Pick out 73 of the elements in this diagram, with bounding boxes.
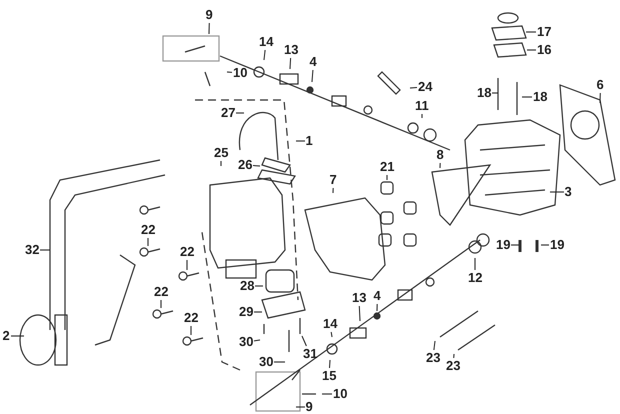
- callout-number: 9: [306, 400, 313, 414]
- leader-line: [492, 92, 498, 94]
- leader-line: [332, 188, 334, 194]
- callout-number: 32: [25, 243, 40, 257]
- callout-number: 26: [238, 158, 252, 172]
- callout-number: 22: [184, 311, 198, 325]
- callout-number: 8: [436, 148, 444, 162]
- leader-line: [208, 22, 210, 34]
- leader-line: [440, 162, 441, 168]
- callout-number: 21: [380, 160, 394, 174]
- leader-line: [474, 258, 476, 270]
- callout-number: 30: [259, 355, 274, 369]
- callout-number: 12: [468, 271, 482, 285]
- callout-number: 13: [284, 43, 298, 57]
- leader-line: [510, 244, 520, 246]
- callout-number: 19: [550, 238, 564, 252]
- leader-line: [376, 304, 378, 312]
- leader-line: [296, 406, 306, 408]
- leader-line: [329, 360, 330, 368]
- leader-line: [296, 140, 306, 142]
- callout-number: 10: [233, 66, 248, 80]
- callout-number: 19: [496, 238, 510, 252]
- leader-line: [386, 174, 388, 180]
- callout-number: 25: [214, 146, 228, 160]
- leader-line: [453, 354, 454, 358]
- callout-number: 22: [141, 223, 156, 237]
- callout-number: 3: [564, 185, 572, 199]
- leader-line: [522, 96, 532, 98]
- callout-number: 14: [323, 317, 338, 331]
- callout-number: 18: [533, 90, 548, 104]
- callout-number: 28: [240, 279, 254, 293]
- leader-line: [302, 336, 307, 346]
- callout-number: 13: [352, 291, 366, 305]
- leader-line: [433, 340, 436, 350]
- callout-number: 2: [2, 329, 10, 343]
- callout-number: 22: [154, 285, 168, 299]
- callout-number: 30: [239, 335, 254, 349]
- leader-line: [264, 50, 266, 60]
- callout-number: 6: [596, 78, 604, 92]
- leader-line: [160, 300, 162, 308]
- callout-number: 10: [333, 387, 348, 401]
- callout-number: 22: [180, 245, 194, 259]
- leader-line: [600, 92, 601, 104]
- callout-number: 9: [206, 8, 213, 22]
- callout-number: 4: [310, 55, 317, 69]
- leader-line: [540, 244, 550, 246]
- leader-line: [358, 306, 360, 322]
- callout-number: 17: [537, 25, 552, 39]
- leader-line: [190, 326, 192, 336]
- callout-number: 16: [537, 43, 552, 57]
- callout-number: 23: [446, 359, 460, 373]
- callout-number: 27: [221, 106, 236, 120]
- leader-line: [290, 58, 292, 70]
- callout-number: 11: [415, 99, 429, 113]
- leader-line: [410, 87, 418, 88]
- callout-number: 23: [426, 351, 440, 365]
- callout-number: 7: [330, 173, 337, 187]
- callout-number: 15: [322, 369, 336, 383]
- callout-number: 29: [239, 305, 254, 319]
- callout-number: 14: [259, 35, 274, 49]
- callout-number: 4: [374, 289, 381, 303]
- leader-line: [252, 165, 260, 166]
- callout-number: 18: [477, 86, 492, 100]
- leader-line: [226, 72, 232, 73]
- leader-line: [330, 332, 332, 338]
- leader-line: [186, 260, 188, 270]
- leader-line: [254, 340, 260, 342]
- callout-number: 1: [306, 134, 313, 148]
- leader-line: [312, 70, 314, 82]
- callout-number: 31: [303, 347, 318, 361]
- leader-line: [220, 160, 222, 166]
- leader-line: [236, 112, 244, 114]
- callout-number: 24: [418, 80, 432, 94]
